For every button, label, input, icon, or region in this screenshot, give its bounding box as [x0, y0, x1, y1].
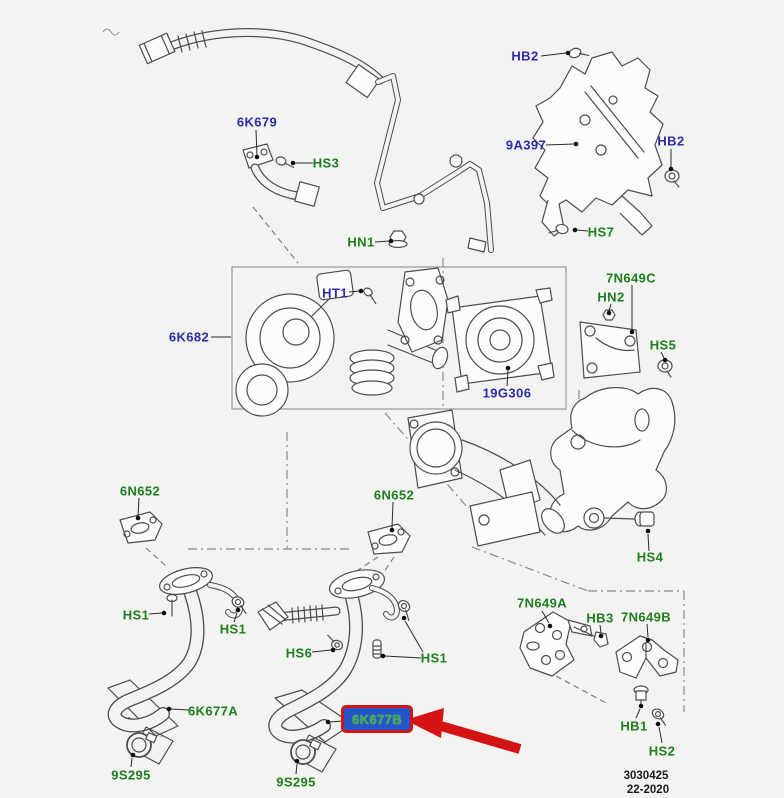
- part-label-HB1[interactable]: HB1: [620, 718, 648, 734]
- part-bracket-7N649A: [519, 611, 593, 677]
- assembly-box: [231, 266, 567, 410]
- corner-mark: [102, 28, 120, 36]
- part-heat-shield-9A397: [532, 51, 664, 237]
- part-label-9A397[interactable]: 9A397: [505, 137, 547, 153]
- bolt-hs2-icon: [651, 708, 666, 726]
- stud-spring-icon: [372, 639, 382, 659]
- bolt-hs1-mid-icon: [231, 596, 247, 615]
- part-label-7N649B[interactable]: 7N649B: [620, 609, 672, 625]
- highlighted-part-text: 6K677B: [351, 711, 403, 727]
- part-compressor-19G306: [445, 287, 555, 393]
- part-6K679-elbow: [242, 143, 320, 264]
- part-label-HS5[interactable]: HS5: [649, 337, 677, 353]
- part-label-HN2[interactable]: HN2: [597, 289, 625, 305]
- part-label-HN1[interactable]: HN1: [347, 234, 375, 250]
- part-downpipe-6K677A: [107, 567, 243, 733]
- part-label-9S295-left[interactable]: 9S295: [111, 767, 151, 783]
- part-label-HS4[interactable]: HS4: [636, 549, 664, 565]
- nut-hn1-icon: [388, 230, 408, 249]
- part-label-9S295-right[interactable]: 9S295: [276, 774, 316, 790]
- bolt-hs1-right-icon: [397, 599, 411, 622]
- catalog-code: 3030425: [623, 770, 669, 782]
- part-label-HB2-right[interactable]: HB2: [657, 133, 685, 149]
- part-flange-6N652-left: [119, 511, 167, 567]
- part-label-HS1-mid[interactable]: HS1: [219, 621, 247, 637]
- bolt-hb2-right-icon: [664, 169, 680, 188]
- turbo-vband-adapter: [349, 349, 395, 396]
- part-mount-bracket: [549, 387, 676, 533]
- part-throttle-pipe: [407, 409, 565, 547]
- bolt-hs6-icon: [327, 634, 343, 651]
- bolt-hs5-icon: [657, 359, 673, 378]
- bolt-hb2-top-icon: [568, 47, 590, 59]
- bolt-hb3-icon: [573, 626, 609, 648]
- highlight-arrow: [405, 708, 522, 754]
- part-label-HS7[interactable]: HS7: [587, 224, 615, 240]
- part-clamp-9S295-left: [126, 726, 174, 765]
- hose-braid: [177, 30, 207, 53]
- part-turbo-6K682: [235, 267, 449, 417]
- bolt-hs3-icon: [275, 156, 295, 169]
- part-label-HT1[interactable]: HT1: [322, 285, 348, 301]
- bolt-hs1-left-icon: [166, 593, 178, 617]
- part-label-HS1-right[interactable]: HS1: [420, 650, 448, 666]
- part-label-HB3[interactable]: HB3: [586, 610, 614, 626]
- part-bracket-7N649C: [579, 321, 641, 379]
- part-oil-feed-pipe: [374, 73, 494, 253]
- part-bracket-7N649B: [615, 635, 679, 679]
- part-label-6K679[interactable]: 6K679: [236, 114, 278, 130]
- part-flange-6N652-right: [351, 523, 411, 575]
- leader-lines: [130, 50, 674, 775]
- part-oil-drain-hose: [138, 28, 385, 99]
- part-label-6N652-left[interactable]: 6N652: [119, 483, 161, 499]
- part-label-6K677A[interactable]: 6K677A: [187, 703, 239, 719]
- part-label-7N649C[interactable]: 7N649C: [605, 270, 657, 286]
- bolt-hs7-icon: [548, 223, 569, 235]
- part-label-6K682[interactable]: 6K682: [168, 329, 210, 345]
- part-label-HB2-top[interactable]: HB2: [511, 48, 539, 64]
- part-label-19G306[interactable]: 19G306: [482, 385, 532, 401]
- highlighted-part-label-6K677B[interactable]: 6K677B: [341, 705, 413, 733]
- bolt-hs4-icon: [603, 511, 655, 527]
- part-label-6N652-right[interactable]: 6N652: [373, 487, 415, 503]
- turbo-gasket: [397, 267, 449, 353]
- part-clamp-9S295-right: [290, 734, 337, 773]
- part-label-HS6[interactable]: HS6: [285, 645, 313, 661]
- part-label-7N649A[interactable]: 7N649A: [516, 595, 568, 611]
- part-downpipe-6K677B: [257, 569, 400, 744]
- part-label-HS2[interactable]: HS2: [648, 743, 676, 759]
- part-label-HS1-left[interactable]: HS1: [122, 607, 150, 623]
- bolt-hb1-icon: [633, 685, 649, 707]
- pipe-clip: [467, 237, 487, 253]
- stud-ht1-icon: [363, 287, 377, 305]
- part-breather-hose: [257, 601, 341, 631]
- catalog-date: 22-2020: [626, 784, 670, 796]
- part-label-HS3[interactable]: HS3: [312, 155, 340, 171]
